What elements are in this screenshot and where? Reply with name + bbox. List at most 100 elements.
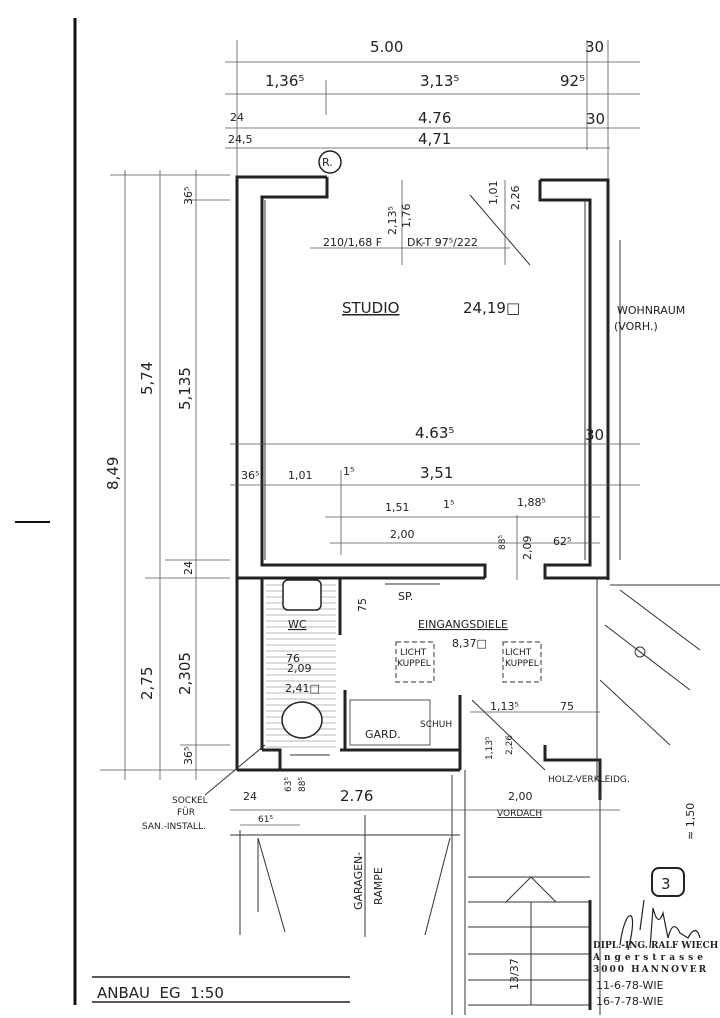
dim-101b: 1,01 (288, 469, 313, 482)
dim-92: 92⁵ (560, 72, 585, 90)
dim-1885: 1,88⁵ (517, 496, 546, 509)
dim-75b: 75 (560, 700, 574, 713)
ramp-label-1: GARAGEN- (352, 852, 365, 910)
dim-24: 24 (230, 111, 244, 124)
dim-849: 8,49 (104, 457, 122, 490)
washbasin-icon (282, 579, 322, 611)
storage-label: SP. (398, 590, 413, 603)
dim-625: 62⁵ (553, 535, 571, 548)
skylight-2-label: LICHT (505, 648, 532, 658)
room-entry-area: 8,37□ (452, 637, 487, 650)
dim-574: 5,74 (138, 362, 156, 395)
dim-471: 4,71 (418, 130, 451, 148)
sheet-number: 3 (661, 875, 671, 893)
leader-line (204, 744, 266, 796)
dim-885b: 88⁵ (298, 777, 308, 792)
revision-date-1: 11-6-78-WIE (596, 979, 664, 992)
dim-30b: 30 (586, 110, 605, 128)
dim-15: 1⁵ (343, 465, 354, 478)
skylight-1-label: LICHT (400, 648, 427, 658)
revision-date-2: 16-7-78-WIE (596, 995, 664, 1008)
dim-365-top: 36⁵ (182, 187, 195, 205)
dim-1135b: 1,13⁵ (485, 736, 495, 760)
stamp-name: DIPL.-ING. RALF WIECH (593, 941, 719, 951)
dim-24b: 24 (243, 790, 257, 803)
dim-200b: 2,00 (508, 790, 533, 803)
dim-75: 75 (356, 598, 369, 612)
skylight-1 (395, 641, 435, 683)
dim-615: 61⁵ (258, 815, 273, 825)
dim-365-bottom: 36⁵ (182, 747, 195, 765)
existing-living-room: WOHNRAUM (617, 304, 685, 317)
dim-150: ≈ 1,50 (684, 803, 697, 840)
dim-4635: 4.63⁵ (415, 424, 454, 442)
drawing-title: ANBAU EG 1:50 (97, 984, 224, 1002)
dim-209b: 2,09 (287, 662, 312, 675)
wardrobe-label: GARD. (365, 728, 401, 741)
dim-209: 2,09 (521, 536, 534, 561)
window-spec: 210/1,68 F (323, 236, 382, 249)
dim-226: 2,26 (509, 186, 522, 211)
room-wc-name: WC (288, 618, 307, 631)
dim-5135: 5,135 (176, 367, 194, 410)
dim-313: 3,13⁵ (420, 72, 459, 90)
existing-stairs (599, 584, 720, 746)
dim-2135: 2,13⁵ (386, 206, 399, 235)
exterior-stairs (468, 876, 592, 1010)
garage-ramp (239, 815, 451, 937)
dim-136: 1,36⁵ (265, 72, 304, 90)
dim-351: 3,51 (420, 464, 453, 482)
socket-label-3: SAN.-INSTALL. (142, 822, 206, 832)
ref-mark-circle (318, 150, 342, 174)
dim-275: 2,75 (138, 667, 156, 700)
cladding-label: HOLZ-VERKLEIDG. (548, 775, 630, 785)
shoe-cabinet-label: SCHUH (420, 720, 452, 730)
studio-walls (235, 175, 621, 770)
studio-dim-lines (230, 443, 640, 580)
room-studio-area: 24,19□ (463, 299, 520, 317)
lower-walls (237, 578, 602, 1015)
dim-635: 63⁵ (284, 777, 294, 792)
room-entry-name: EINGANGSDIELE (418, 618, 508, 631)
signature (619, 899, 701, 951)
skylight-2-label2: KUPPEL (505, 659, 539, 669)
socket-label-1: SOCKEL (172, 796, 208, 806)
skylight-2 (502, 641, 542, 683)
existing-note: (VORH.) (614, 320, 658, 333)
dim-365c: 36⁵ (241, 469, 259, 482)
dim-1135: 1,13⁵ (490, 700, 519, 713)
door-spec: DK-T 97⁵/222 (407, 236, 478, 249)
dim-30c: 30 (585, 426, 604, 444)
dim-151: 1,51 (385, 501, 410, 514)
stairs-label: 13/37 (508, 958, 521, 990)
stamp-street: Angerstrasse (592, 953, 707, 963)
left-dimension-lines (100, 170, 260, 780)
room-wc-area: 2,41□ (285, 682, 320, 695)
dim-176: 1,76 (400, 204, 413, 229)
dim-200: 2,00 (390, 528, 415, 541)
socket-label-2: FÜR (177, 807, 195, 818)
dim-24-left: 24 (182, 561, 195, 575)
skylight-1-label2: KUPPEL (397, 659, 431, 669)
dim-2305: 2,305 (176, 652, 194, 695)
dim-15b: 1⁵ (443, 498, 454, 511)
dim-overall-width: 5.00 (370, 38, 403, 56)
toilet-icon (281, 701, 323, 739)
room-studio-name: STUDIO (342, 299, 399, 317)
top-dimension-lines (225, 40, 640, 180)
door-swing (469, 194, 531, 266)
dim-476: 4.76 (418, 109, 451, 127)
dim-885: 88⁵ (498, 535, 508, 550)
canopy-label: VORDACH (497, 809, 542, 819)
dim-101: 1,01 (487, 181, 500, 206)
dim-276: 2.76 (340, 787, 373, 805)
dim-wall-30: 30 (585, 38, 604, 56)
dim-226b: 2,26 (505, 735, 515, 755)
dim-245: 24,5 (228, 133, 253, 146)
sheet-number-box (651, 867, 685, 897)
wardrobe (349, 699, 431, 746)
dim-76: 76 (286, 652, 300, 665)
stamp-city: 3000 HANNOVER (593, 965, 708, 975)
ref-mark: R. (322, 156, 333, 169)
